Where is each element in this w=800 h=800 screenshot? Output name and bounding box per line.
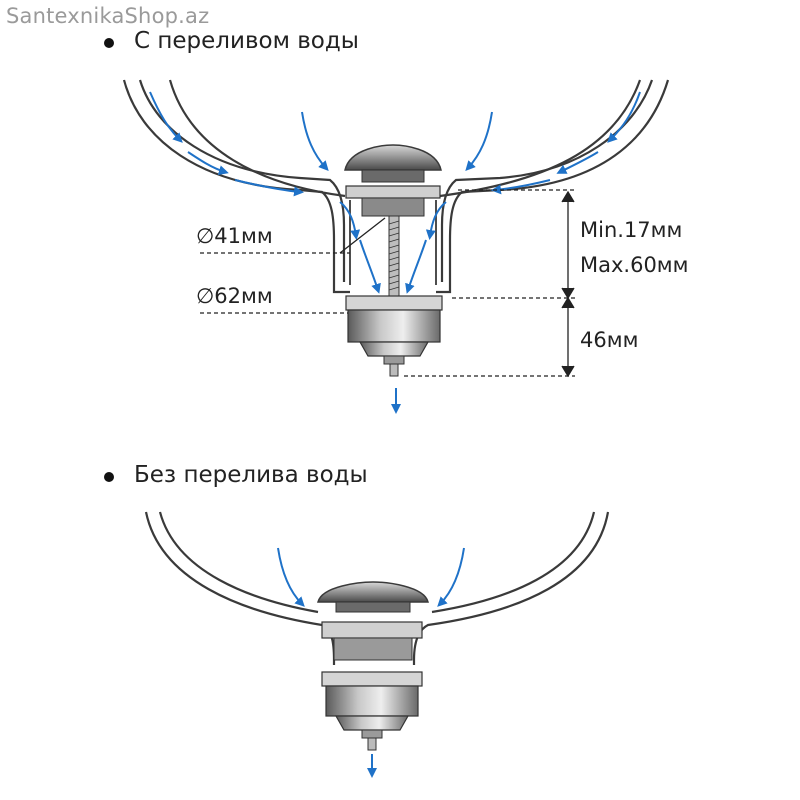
dim-body-height: 46мм — [580, 328, 639, 352]
top-basin-inner-wall — [168, 79, 346, 198]
bottom-basin-inner-right — [431, 511, 596, 614]
bottom-basin-inner — [158, 511, 319, 614]
top-dimension-lines — [200, 189, 575, 378]
dim-inner-diameter: ∅41мм — [196, 224, 273, 248]
dim-max-thickness: Max.60мм — [580, 253, 689, 277]
bottom-drain-cap — [317, 581, 429, 661]
top-threaded-stem — [388, 215, 400, 301]
bottom-basin — [144, 511, 610, 665]
top-basin-outer-wall-right — [436, 79, 670, 294]
top-drain-body — [345, 295, 443, 377]
watermark: SantexnikaShop.az — [6, 4, 210, 28]
top-flow-arrows — [149, 91, 641, 414]
bottom-basin-outer-right — [412, 511, 610, 665]
bullet-bottom — [104, 472, 114, 482]
title-with-overflow: С переливом воды — [134, 28, 359, 54]
title-without-overflow: Без перелива воды — [134, 462, 368, 488]
dim-outer-diameter: ∅62мм — [196, 284, 273, 308]
top-basin-outer-wall — [122, 79, 350, 294]
top-drain-cap — [344, 144, 442, 217]
bottom-drain-body — [321, 671, 423, 751]
bottom-basin-outer — [144, 511, 336, 665]
bullet-top — [104, 38, 114, 48]
bottom-flow-arrows — [277, 547, 465, 778]
dim-min-thickness: Min.17мм — [580, 218, 683, 242]
top-basin-inner-wall-right — [439, 79, 642, 198]
